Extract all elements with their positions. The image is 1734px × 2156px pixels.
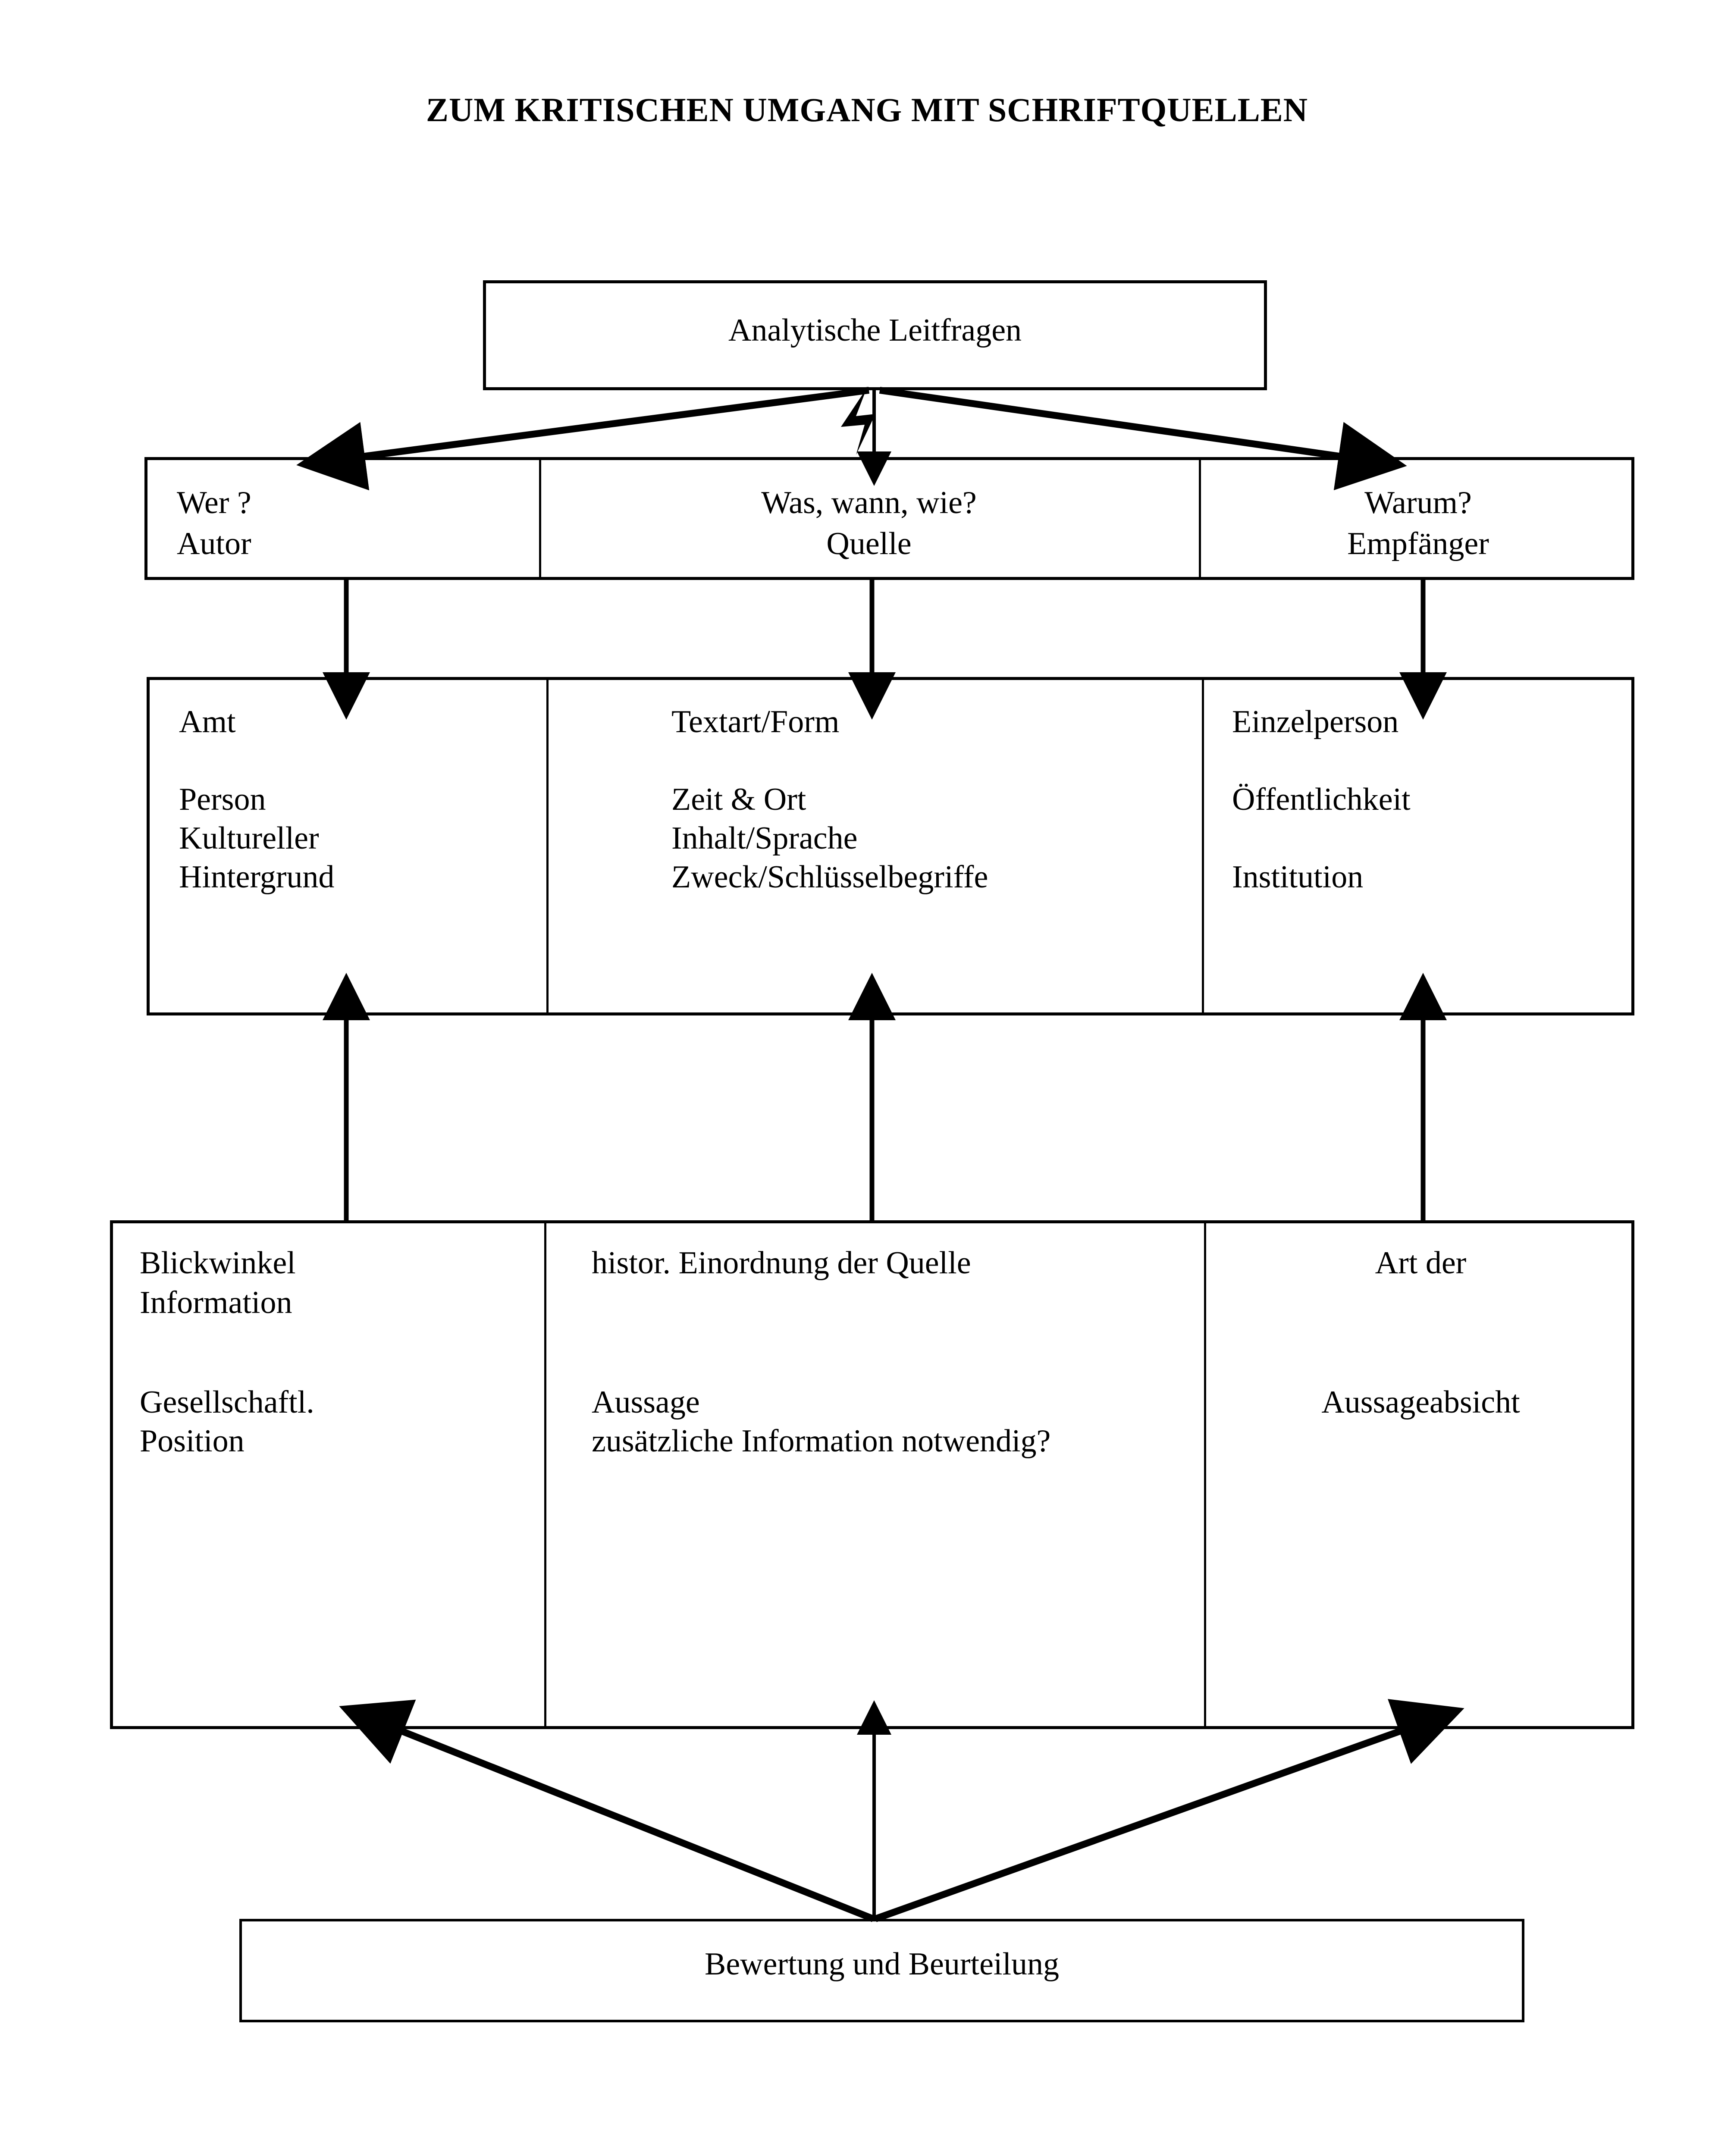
cell-einzelperson-head: Einzelperson (1232, 704, 1399, 740)
cell-was-wann-wie-quelle[interactable]: Was, wann, wie? Quelle (539, 460, 1199, 577)
cell-einordnung-head-1: histor. Einordnung der Quelle (592, 1245, 971, 1281)
cell-artder-head-1: Art der (1375, 1245, 1467, 1281)
cell-textart-item-2: Inhalt/Sprache (671, 821, 858, 856)
cell-amt-item-1: Person (179, 782, 266, 817)
row-aspects-divider-1 (546, 680, 549, 1012)
cell-amt-item-2: Kultureller (179, 821, 319, 856)
arrow-leitfragen-to-wer (296, 387, 870, 491)
cell-amt-head: Amt (179, 704, 236, 740)
cell-wer-line1: Wer ? (177, 485, 251, 520)
arrow-apex-head (841, 388, 875, 455)
cell-wer-line2: Autor (177, 526, 251, 561)
cell-einordnung-item-1: Aussage (592, 1385, 700, 1420)
cell-blickwinkel-item-1: Gesellschaftl. (140, 1385, 314, 1420)
row-analysis-box: Blickwinkel Information Gesellschaftl. P… (110, 1220, 1634, 1729)
arrow-leitfragen-to-warum (879, 387, 1407, 490)
cell-wer-autor[interactable]: Wer ? Autor (147, 460, 539, 577)
cell-histor-einordnung[interactable]: histor. Einordnung der Quelle Aussage zu… (544, 1223, 1204, 1726)
cell-blickwinkel[interactable]: Blickwinkel Information Gesellschaftl. P… (113, 1223, 544, 1726)
row-aspects-divider-2 (1202, 680, 1204, 1012)
cell-warum-line1: Warum? (1364, 485, 1472, 520)
cell-blickwinkel-head-2: Information (140, 1285, 292, 1320)
cell-warum-empfaenger[interactable]: Warum? Empfänger (1199, 460, 1637, 577)
cell-einzelperson[interactable]: Einzelperson Öffentlichkeit Institution (1202, 680, 1637, 1012)
node-analytische-leitfragen[interactable]: Analytische Leitfragen (483, 280, 1267, 390)
cell-amt-item-3: Hintergrund (179, 859, 335, 895)
cell-blickwinkel-item-2: Position (140, 1423, 245, 1459)
row-questions-divider-2 (1199, 460, 1201, 577)
cell-was-line1: Was, wann, wie? (761, 485, 977, 520)
row-analysis-divider-1 (544, 1223, 546, 1726)
cell-blickwinkel-head-1: Blickwinkel (140, 1245, 296, 1281)
arrow-bewertung-to-artder (874, 1699, 1464, 1922)
cell-textart-form[interactable]: Textart/Form Zeit & Ort Inhalt/Sprache Z… (546, 680, 1202, 1012)
arrow-bewertung-to-blickwinkel (339, 1699, 875, 1922)
cell-einzelperson-item-3: Institution (1232, 859, 1364, 895)
cell-einordnung-item-2: zusätzliche Information notwendig? (592, 1423, 1051, 1459)
cell-was-line2: Quelle (826, 526, 912, 561)
cell-textart-item-1: Zeit & Ort (671, 782, 806, 817)
cell-einzelperson-item-1: Öffentlichkeit (1232, 782, 1411, 817)
cell-warum-line2: Empfänger (1347, 526, 1489, 561)
row-aspects-box: Amt Person Kultureller Hintergrund Texta… (147, 677, 1634, 1015)
row-questions-box: Wer ? Autor Was, wann, wie? Quelle Warum… (144, 457, 1634, 580)
cell-textart-head: Textart/Form (671, 704, 840, 740)
node-bewertung-label: Bewertung und Beurteilung (704, 1946, 1060, 1982)
node-bewertung-und-beurteilung[interactable]: Bewertung und Beurteilung (239, 1919, 1524, 2022)
row-questions-divider-1 (539, 460, 541, 577)
row-analysis-divider-2 (1204, 1223, 1206, 1726)
cell-artder-item-1: Aussageabsicht (1321, 1385, 1520, 1420)
cell-textart-item-3: Zweck/Schlüsselbegriffe (671, 859, 988, 895)
node-analytische-leitfragen-label: Analytische Leitfragen (728, 313, 1022, 348)
cell-amt-person[interactable]: Amt Person Kultureller Hintergrund (150, 680, 546, 1012)
page-title: ZUM KRITISCHEN UMGANG MIT SCHRIFTQUELLEN (426, 91, 1308, 128)
cell-art-der-aussageabsicht[interactable]: Art der Aussageabsicht (1204, 1223, 1637, 1726)
